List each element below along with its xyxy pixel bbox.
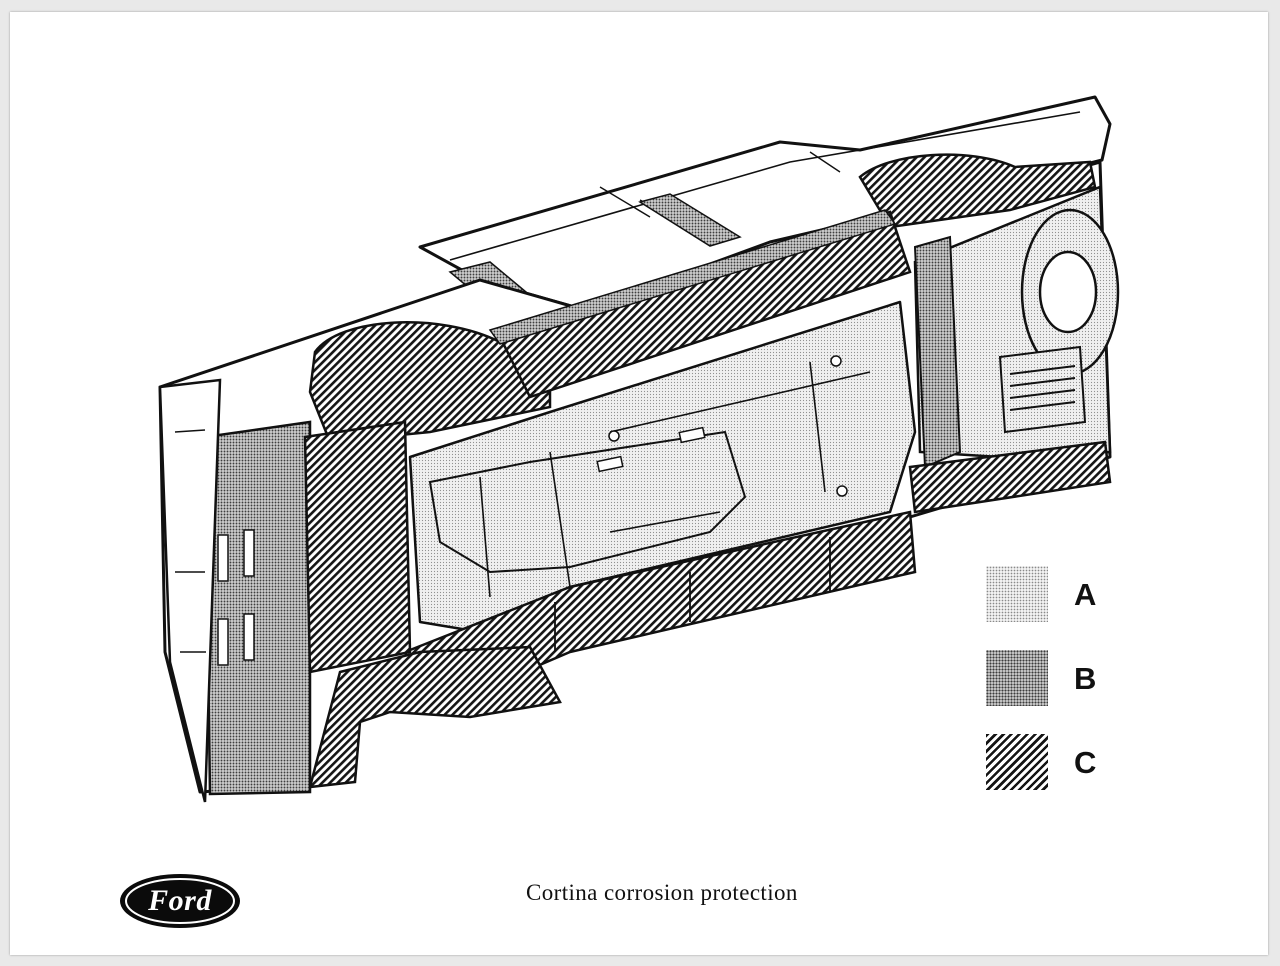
fuel-tank-ribs (1009, 365, 1076, 411)
logo-wordmark: Ford (148, 884, 212, 917)
rear-crossmember (908, 440, 1112, 514)
front-bumper (158, 378, 222, 803)
spare-wheel-hub (1038, 250, 1098, 334)
valance-slot (243, 613, 255, 661)
front-chassis-leg (303, 420, 412, 674)
legend-label-c: C (1074, 745, 1097, 780)
car-underbody-illustration (158, 95, 1120, 803)
valance-slot (243, 529, 255, 577)
upper-sill-stipple (488, 209, 897, 345)
photo-sheet: A B C Ford Cortina corrosion protection (10, 12, 1268, 955)
caption: Cortina corrosion protection (526, 880, 798, 905)
lower-sill-panels (554, 537, 831, 652)
front-wheel-arch-lower (308, 645, 562, 789)
rear-chassis-rail (913, 235, 962, 469)
bumper-lines (174, 429, 206, 653)
floor-tunnel (428, 430, 747, 574)
legend-swatch-a (986, 566, 1048, 622)
front-wheel-arch-upper (308, 321, 552, 444)
rear-wheel-arch-upper (858, 153, 1097, 229)
floor-hole (836, 485, 848, 497)
ford-logo: Ford (118, 872, 242, 930)
legend-label-a: A (1074, 577, 1097, 612)
legend-swatch-b (986, 650, 1048, 706)
valance-slot (217, 534, 229, 582)
valance-slot (217, 618, 229, 666)
roof-crease (449, 111, 1081, 261)
floor-hole (608, 430, 620, 442)
front-valance (203, 420, 312, 796)
ford-oval-icon (120, 874, 240, 928)
legend-label-b: B (1074, 661, 1097, 696)
floor-slot (678, 426, 706, 444)
legend-swatch-c (986, 734, 1048, 790)
floor-slot (596, 455, 624, 473)
floor-ribs (479, 361, 871, 598)
floor-hole (830, 355, 842, 367)
